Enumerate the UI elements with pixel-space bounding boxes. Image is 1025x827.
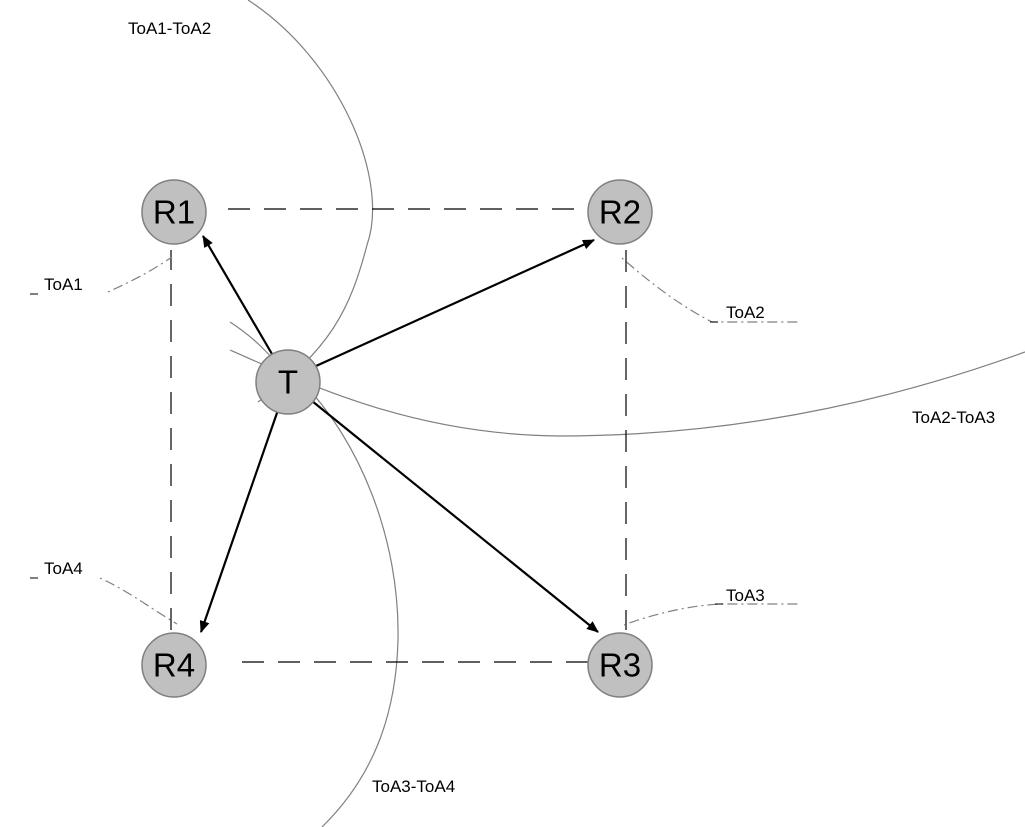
node-r2-label: R2 [599,194,641,231]
label-toa3: ToA3 [726,586,765,605]
leader-toa1 [107,256,173,293]
node-r2: R2 [587,179,653,245]
hyperbola-toa2-toa3 [229,349,1025,437]
node-r4: R4 [141,632,207,698]
hyperbola-toa3-toa4 [299,379,399,827]
arrow-t-r3 [311,400,599,633]
label-toa2-toa3: ToA2-ToA3 [912,408,995,427]
label-toa1: ToA1 [44,275,83,294]
node-r3-label: R3 [599,647,641,684]
node-r1-label: R1 [153,194,195,231]
arrow-t-r4 [199,409,280,633]
label-toa2: ToA2 [726,303,765,322]
label-toa4: ToA4 [44,559,83,578]
arrow-t-r1 [202,235,273,355]
node-t-label: T [278,364,298,401]
label-toa3-toa4: ToA3-ToA4 [372,777,455,796]
leader-toa4 [99,577,178,625]
node-r3: R3 [587,632,653,698]
label-toa1-toa2: ToA1-ToA2 [128,19,211,38]
leader-toa3 [623,603,800,626]
node-r1: R1 [141,179,207,245]
node-r4-label: R4 [153,647,195,684]
node-t: T [255,349,321,415]
leader-toa2 [621,257,800,323]
arrow-t-r2 [315,238,595,368]
hyperbola-toa1-toa2 [247,0,374,403]
